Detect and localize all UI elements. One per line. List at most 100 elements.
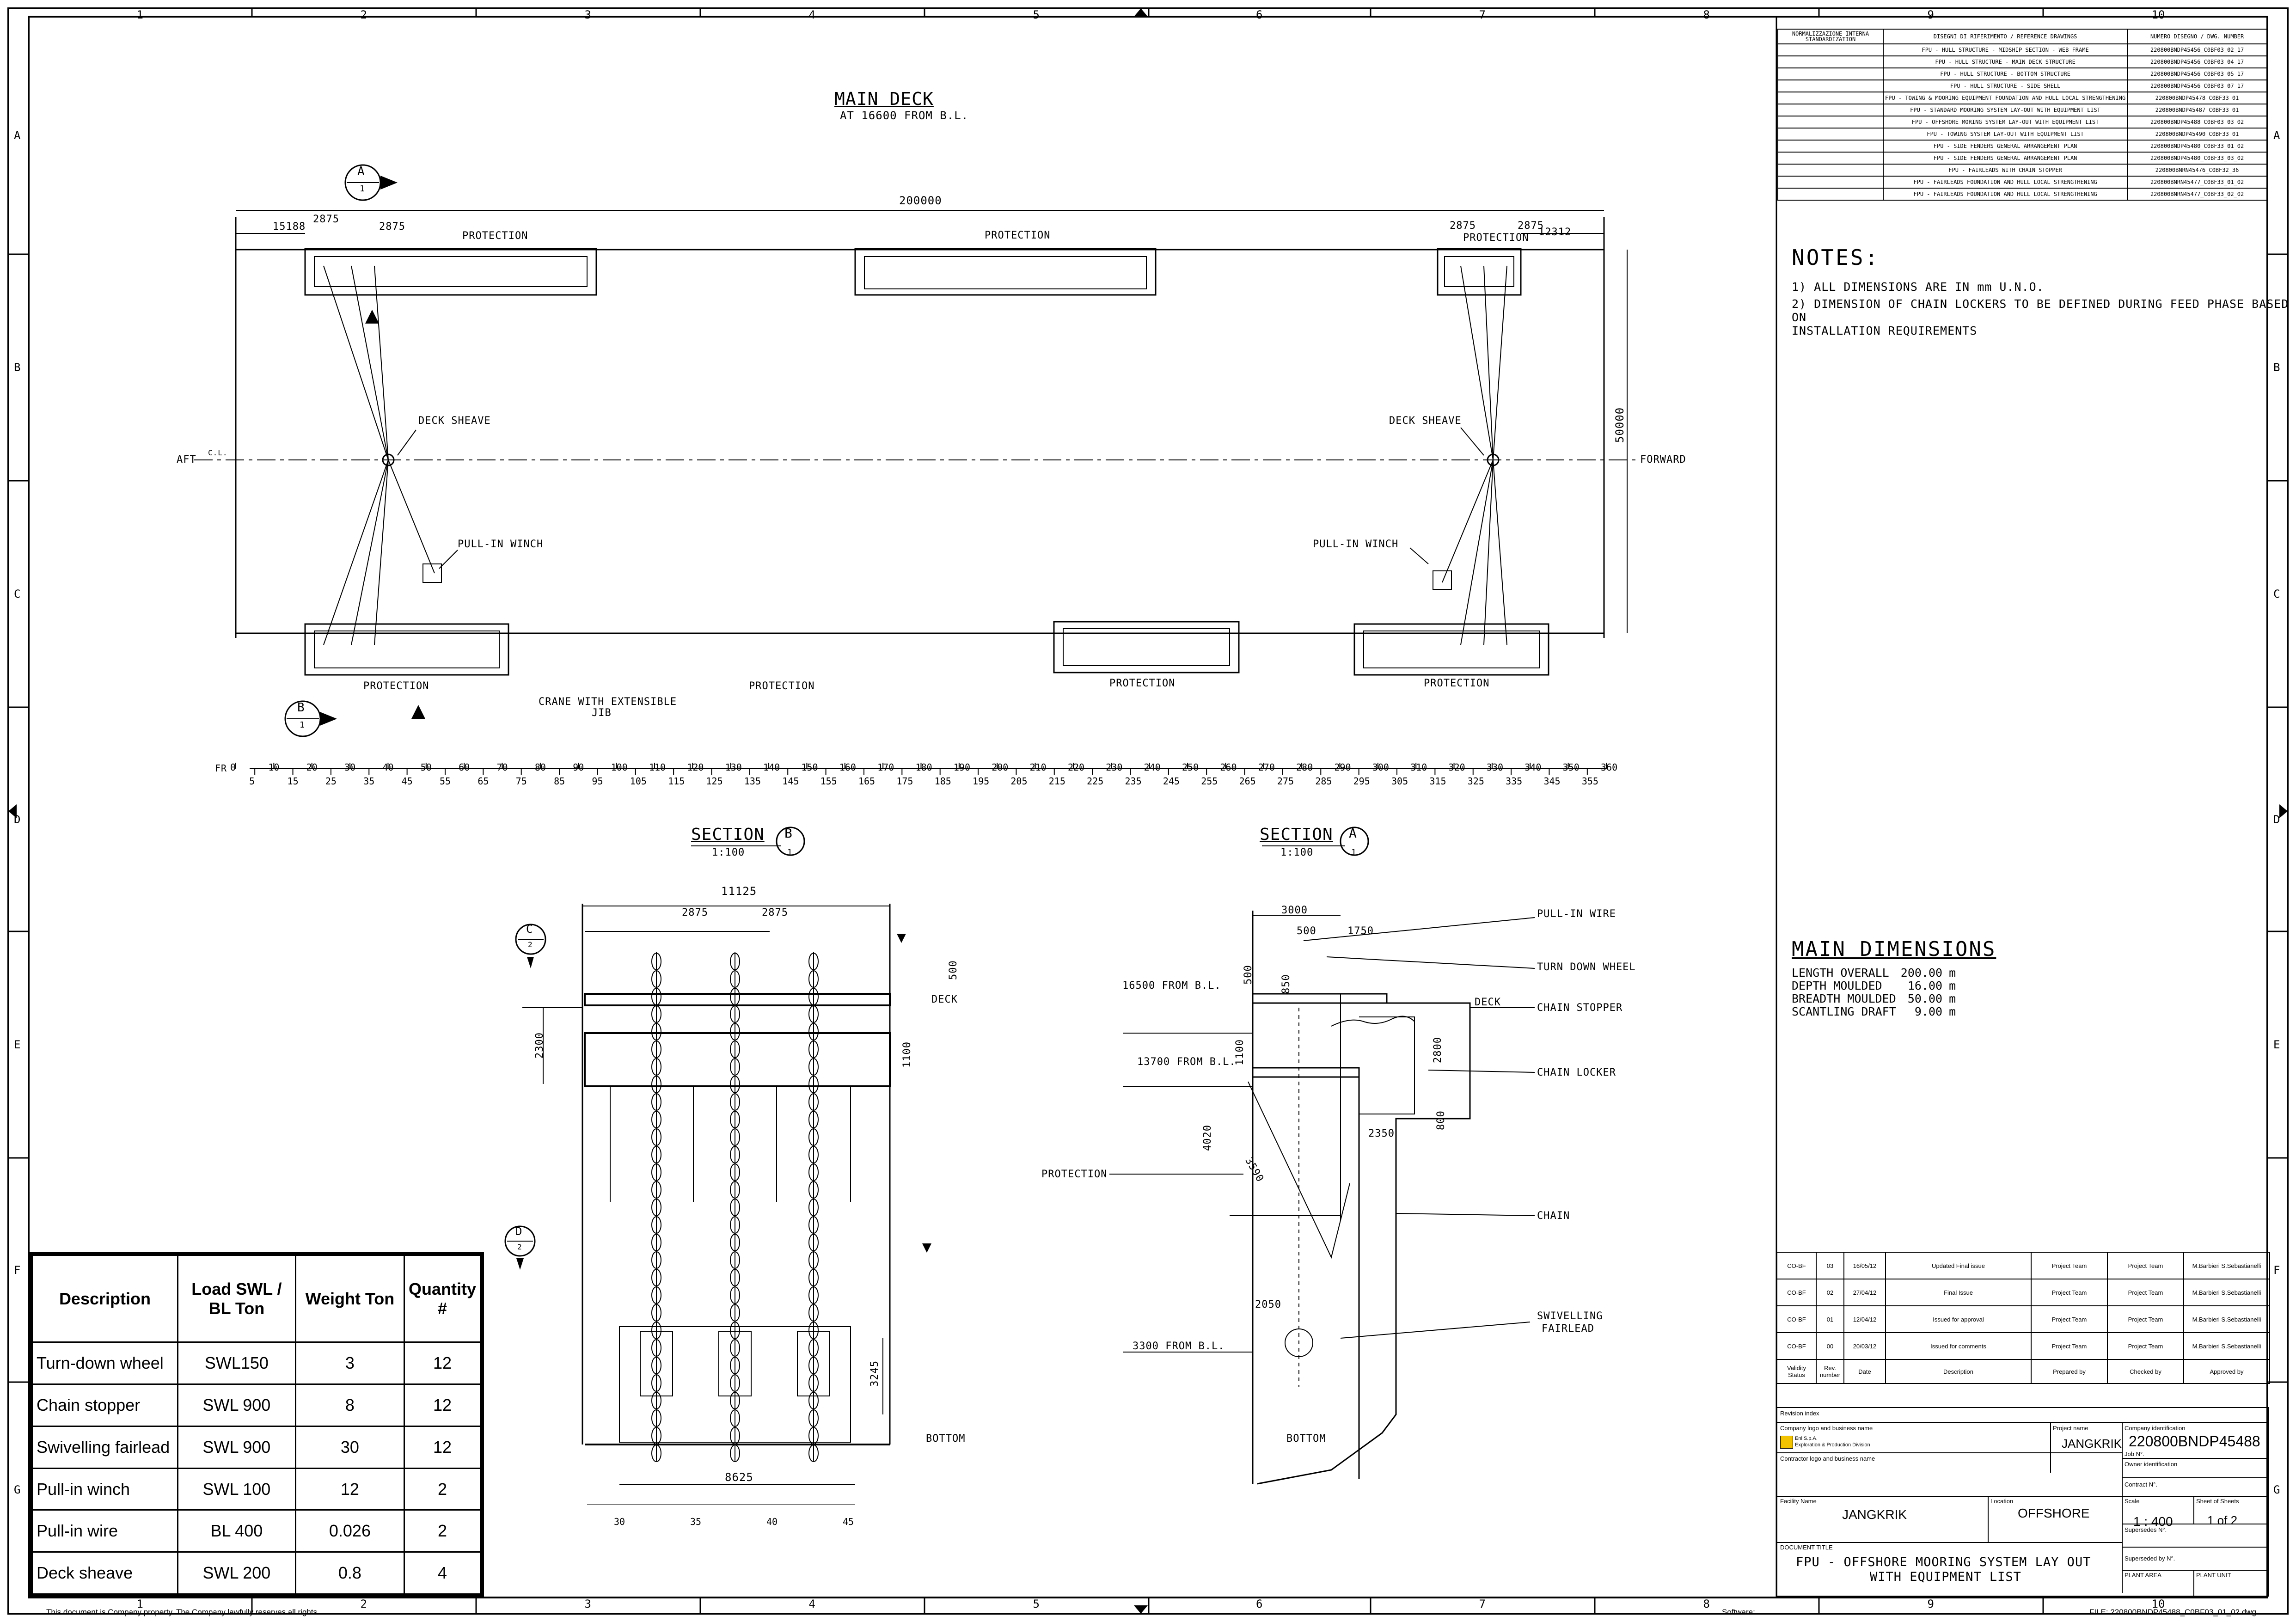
frame-tick-label: 0 <box>230 762 236 773</box>
revision-cell: Project Team <box>2031 1332 2108 1360</box>
equipment-table-header: Description Load SWL / BL Ton Weight Ton… <box>31 1254 482 1343</box>
label-bottom-sb: BOTTOM <box>926 1433 966 1444</box>
dim-8625: 8625 <box>725 1471 753 1484</box>
revision-header-cell: Description <box>1885 1359 2032 1384</box>
frame-col-top-6: 6 <box>1256 8 1263 21</box>
frame-tick-label: 170 <box>877 762 894 773</box>
frame-tick-label: 240 <box>1144 762 1161 773</box>
dim-11125: 11125 <box>721 885 757 898</box>
sheet-label: Sheet of Sheets <box>2196 1498 2239 1505</box>
revision-cell: M.Barbieri S.Sebastianelli <box>2183 1332 2270 1360</box>
frame-tick-label: 70 <box>496 762 508 773</box>
reference-drawings-table: NORMALIZZAZIONE INTERNA STANDARDIZATION … <box>1777 29 2267 201</box>
equipment-cell: SWL 900 <box>177 1383 296 1427</box>
revision-cell: 16/05/12 <box>1843 1252 1886 1279</box>
equipment-cell: Deck sheave <box>31 1551 178 1595</box>
frame-tick-label: 105 <box>630 776 647 787</box>
label-crane-jib: JIB <box>592 707 612 719</box>
reference-row: FPU - TOWING SYSTEM LAY-OUT WITH EQUIPME… <box>1777 128 2267 141</box>
frame-tick-label: 295 <box>1353 776 1370 787</box>
reference-title-cell: FPU - TOWING SYSTEM LAY-OUT WITH EQUIPME… <box>1882 128 2128 141</box>
frame-col-top-4: 4 <box>808 8 815 21</box>
equipment-table: Description Load SWL / BL Ton Weight Ton… <box>29 1252 484 1598</box>
dim-800: 800 <box>1435 1110 1447 1130</box>
frame-col-top-10: 10 <box>2151 8 2165 21</box>
equipment-cell: 3 <box>294 1341 405 1385</box>
label-forward: FORWARD <box>1640 454 1686 465</box>
project-name: JANGKRIK <box>2062 1437 2122 1451</box>
frame-tick-label: 300 <box>1372 762 1389 773</box>
frame-scale-label: FR <box>215 763 227 774</box>
frame-tick-label: 20 <box>306 762 318 773</box>
equipment-cell: SWL 200 <box>177 1551 296 1595</box>
eni-division: Exploration & Production Division <box>1795 1442 1870 1448</box>
main-dimension-unit: m <box>1949 966 1956 979</box>
revision-header-cell: Date <box>1843 1359 1886 1384</box>
label-deck-sheave-aft: DECK SHEAVE <box>418 415 491 427</box>
label-protection-7: PROTECTION <box>1424 678 1490 689</box>
frame-tick-label: 190 <box>953 762 970 773</box>
main-dimension-unit: m <box>1949 979 1956 992</box>
sheet-value: 1 of 2 <box>2207 1513 2238 1527</box>
frame-tick-label: 60 <box>459 762 470 773</box>
reference-row: FPU - FAIRLEADS FOUNDATION AND HULL LOCA… <box>1777 188 2267 201</box>
frame-tick-label: 30 <box>344 762 356 773</box>
reference-number-cell: 220800BNDP45488_C0BF03_03_02 <box>2127 116 2267 129</box>
frame-col-bottom-10: 10 <box>2151 1598 2165 1610</box>
section-b-frame-label: 30 <box>614 1516 625 1527</box>
detail-c-letter: C <box>526 923 533 936</box>
frame-tick-label: 285 <box>1315 776 1332 787</box>
frame-row-right-A: A <box>2273 129 2280 142</box>
revision-cell: CO-BF <box>1776 1305 1817 1333</box>
frame-tick-label: 250 <box>1182 762 1199 773</box>
equipment-cell: 0.8 <box>294 1551 405 1595</box>
label-pull-in-wire: PULL-IN WIRE <box>1537 908 1616 920</box>
detail-c-num: 2 <box>528 940 533 949</box>
frame-row-right-E: E <box>2273 1038 2280 1051</box>
label-chain-stopper: CHAIN STOPPER <box>1537 1002 1623 1014</box>
frame-row-right-F: F <box>2273 1263 2280 1277</box>
frame-tick-label: 320 <box>1448 762 1465 773</box>
frame-tick-label: 150 <box>801 762 818 773</box>
document-title-label: DOCUMENT TITLE <box>1780 1544 1833 1551</box>
dim-2050: 2050 <box>1255 1299 1281 1310</box>
frame-tick-label: 225 <box>1087 776 1104 787</box>
frame-tick-label: 45 <box>401 776 413 787</box>
label-protection-1: PROTECTION <box>462 230 528 242</box>
frame-row-left-E: E <box>14 1038 21 1051</box>
company-logo-label: Company logo and business name <box>1780 1425 1873 1432</box>
label-aft: AFT <box>177 454 196 465</box>
frame-tick-label: 120 <box>687 762 704 773</box>
revision-cell: Project Team <box>2107 1252 2184 1279</box>
eni-name: Eni S.p.A. <box>1795 1436 1818 1441</box>
frame-tick-label: 340 <box>1525 762 1542 773</box>
label-deck-sb: DECK <box>931 994 958 1005</box>
revision-cell: 02 <box>1816 1279 1844 1306</box>
frame-col-bottom-8: 8 <box>1703 1598 1710 1610</box>
revision-header-cell: Checked by <box>2107 1359 2184 1384</box>
revision-cell: CO-BF <box>1776 1332 1817 1360</box>
revision-cell: Project Team <box>2107 1279 2184 1306</box>
col-load: Load SWL / BL Ton <box>177 1254 296 1343</box>
label-chain-locker: CHAIN LOCKER <box>1537 1067 1616 1078</box>
reference-number-cell: 220800BNDP45456_C0BF03_02_17 <box>2127 43 2267 56</box>
revision-cell: Updated Final issue <box>1885 1252 2032 1279</box>
equipment-cell: 8 <box>294 1383 405 1427</box>
dim-2875-d: 2875 <box>1518 220 1544 232</box>
reference-std-cell <box>1777 140 1884 153</box>
dim-15188: 15188 <box>273 221 306 233</box>
section-a-title: SECTION <box>1260 825 1333 844</box>
level-13700: 13700 FROM B.L. <box>1137 1056 1236 1068</box>
scale-value: 1 : 400 <box>2133 1514 2173 1529</box>
frame-tick-label: 195 <box>973 776 990 787</box>
reference-std-cell <box>1777 116 1884 129</box>
frame-row-left-G: G <box>14 1483 21 1496</box>
frame-row-left-B: B <box>14 361 21 374</box>
detail-d-num: 2 <box>517 1243 522 1251</box>
reference-number-cell: 220800BNDP45480_C0BF33_03_02 <box>2127 152 2267 165</box>
frame-tick-label: 50 <box>420 762 432 773</box>
